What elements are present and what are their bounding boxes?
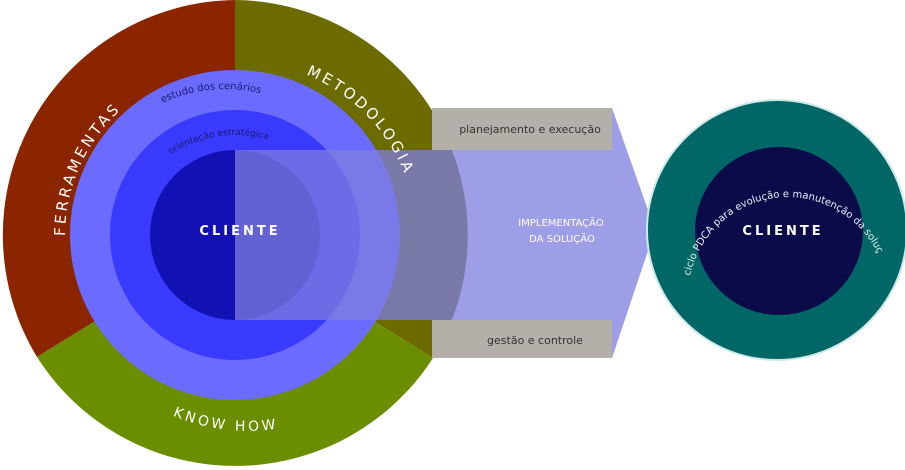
client-label: CLIENTE (199, 224, 280, 239)
control-band (432, 320, 612, 358)
planning-band (432, 108, 612, 150)
control-band-label: gestão e controle (487, 334, 583, 347)
right-client-core (695, 147, 863, 315)
implementation-line2: DA SOLUÇÃO (529, 232, 595, 245)
implementation-arrow (235, 108, 655, 358)
right-client-label: CLIENTE (742, 224, 823, 239)
implementation-line1: IMPLEMENTAÇÃO (518, 216, 604, 229)
planning-band-label: planejamento e execução (459, 123, 601, 136)
